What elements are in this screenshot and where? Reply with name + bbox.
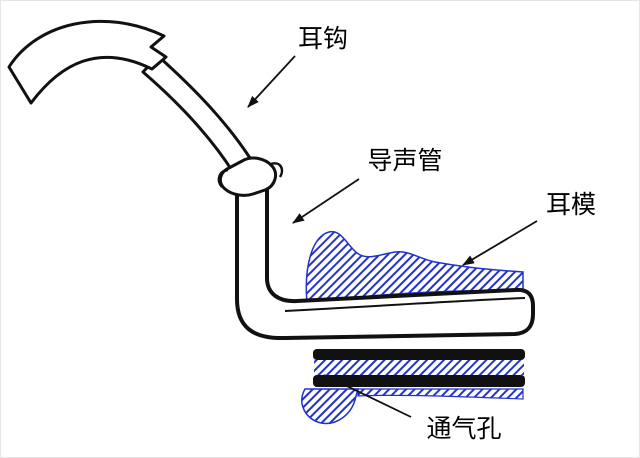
ear-hook-shape — [7, 19, 168, 105]
tube-connector — [217, 156, 284, 197]
vent-gap — [314, 360, 524, 375]
vent-wall-top — [313, 349, 525, 360]
sound-tube-arrow — [292, 178, 360, 224]
label-ear-hook: 耳钩 — [247, 25, 348, 108]
vent-wall-bottom — [313, 375, 525, 387]
inner-tube-line — [284, 297, 526, 312]
tube-upper-segment — [141, 54, 252, 174]
label-vent-hole: 通气孔 — [323, 374, 502, 443]
ear-mold-body — [301, 230, 524, 425]
connector-flange-right — [270, 162, 284, 178]
ear-hook-label: 耳钩 — [298, 25, 348, 53]
ear-hook-arrow — [247, 55, 296, 108]
ear-mold-lower-tip — [301, 388, 359, 425]
ear-mold-lower-strip — [357, 388, 524, 400]
vent-channel — [313, 349, 525, 387]
label-ear-mold: 耳模 — [462, 191, 596, 266]
vent-hole-label: 通气孔 — [426, 415, 501, 443]
vent-hole-arrow — [323, 374, 412, 418]
label-sound-tube: 导声管 — [292, 147, 443, 224]
sound-tube-label: 导声管 — [367, 147, 442, 175]
connector-flange-left — [217, 168, 229, 188]
ear-mold-label: 耳模 — [546, 191, 596, 219]
ear-mold-arrow — [462, 220, 538, 266]
